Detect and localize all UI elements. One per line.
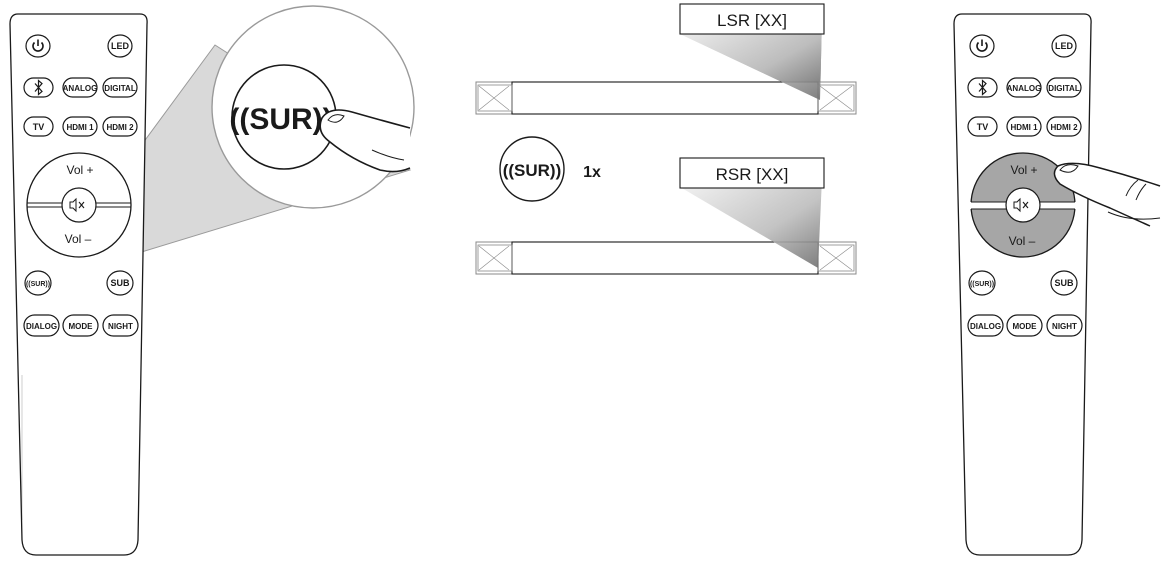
remote-left: LED ANALOG DIGITAL TV HDMI 1 HDMI: [9, 13, 412, 556]
dialog-button[interactable]: DIALOG: [967, 314, 1004, 337]
press-count: 1x: [583, 164, 601, 181]
analog-button[interactable]: ANALOG: [1006, 77, 1042, 98]
hdmi1-label: HDMI 1: [66, 123, 94, 132]
step-sur-button: ((SUR)): [499, 136, 565, 202]
sub-button[interactable]: SUB: [106, 270, 134, 296]
sub-label: SUB: [1054, 278, 1074, 288]
power-button[interactable]: [25, 34, 51, 58]
analog-button[interactable]: ANALOG: [62, 77, 98, 98]
dialog-label: DIALOG: [26, 322, 57, 331]
mode-label: MODE: [69, 322, 94, 331]
left-speaker-label: LSR [XX]: [717, 11, 787, 30]
hdmi2-button[interactable]: HDMI 2: [1046, 116, 1082, 137]
finger-icon: [1053, 162, 1161, 227]
finger-icon: [319, 109, 411, 173]
digital-button[interactable]: DIGITAL: [1046, 77, 1082, 98]
led-button[interactable]: LED: [1051, 34, 1077, 58]
hdmi1-button[interactable]: HDMI 1: [62, 116, 98, 137]
sur-label: ((SUR)): [970, 281, 994, 288]
mode-button[interactable]: MODE: [1006, 314, 1043, 337]
power-icon: [32, 39, 44, 52]
vol-up-button[interactable]: Vol +: [1010, 163, 1037, 177]
vol-down-label: Vol –: [65, 232, 92, 246]
vol-up-label: Vol +: [66, 163, 93, 177]
analog-label: ANALOG: [1007, 84, 1042, 93]
bluetooth-icon: [34, 79, 43, 96]
hdmi1-button[interactable]: HDMI 1: [1006, 116, 1042, 137]
digital-button[interactable]: DIGITAL: [102, 77, 138, 98]
power-button[interactable]: [969, 34, 995, 58]
hdmi2-label: HDMI 2: [1050, 123, 1078, 132]
right-speaker-display: RSR [XX]: [679, 157, 825, 189]
led-label: LED: [1055, 41, 1074, 51]
mute-icon: [1013, 197, 1029, 213]
night-button[interactable]: NIGHT: [1046, 314, 1083, 337]
remote-body: [9, 13, 148, 556]
left-speaker-display: LSR [XX]: [679, 3, 825, 35]
sub-label: SUB: [110, 278, 130, 288]
volume-ring: Vol + Vol –: [26, 152, 132, 258]
vol-up-label: Vol +: [1010, 163, 1037, 177]
night-label: NIGHT: [108, 322, 133, 331]
tv-button[interactable]: TV: [23, 116, 54, 137]
remote-right: LED ANALOG DIGITAL TV HDMI 1 HDMI 2: [953, 13, 1161, 556]
magnifier-circle: ((SUR)): [211, 5, 415, 209]
mute-icon: [69, 197, 85, 213]
vol-down-button[interactable]: Vol –: [65, 232, 92, 246]
sur-button[interactable]: ((SUR)): [968, 270, 996, 296]
vol-down-label: Vol –: [1009, 234, 1036, 248]
bluetooth-button[interactable]: [967, 77, 998, 98]
sur-button[interactable]: ((SUR)): [24, 270, 52, 296]
tv-label: TV: [977, 122, 989, 132]
soundbar-top: LSR [XX]: [475, 3, 857, 115]
analog-label: ANALOG: [63, 84, 98, 93]
magnified-sur-button: ((SUR)): [229, 64, 337, 170]
sur-label: ((SUR)): [26, 281, 50, 288]
step-sur-label: ((SUR)): [503, 161, 562, 180]
tv-button[interactable]: TV: [967, 116, 998, 137]
tv-label: TV: [33, 122, 45, 132]
night-button[interactable]: NIGHT: [102, 314, 139, 337]
dialog-button[interactable]: DIALOG: [23, 314, 60, 337]
soundbar-bottom: RSR [XX]: [475, 157, 857, 275]
bluetooth-icon: [978, 79, 987, 96]
volume-ring: Vol + Vol –: [968, 152, 1078, 258]
night-label: NIGHT: [1052, 322, 1077, 331]
digital-label: DIGITAL: [1048, 84, 1080, 93]
magnified-sur-label: ((SUR)): [229, 103, 332, 136]
step-indicator: ((SUR)) 1x: [499, 136, 601, 202]
hdmi2-button[interactable]: HDMI 2: [102, 116, 138, 137]
remote-body: [953, 13, 1092, 556]
hdmi2-label: HDMI 2: [106, 123, 134, 132]
mode-button[interactable]: MODE: [62, 314, 99, 337]
bluetooth-button[interactable]: [23, 77, 54, 98]
mute-button[interactable]: [61, 187, 97, 223]
dialog-label: DIALOG: [970, 322, 1001, 331]
mute-button[interactable]: [1005, 187, 1041, 223]
power-icon: [976, 39, 988, 52]
mode-label: MODE: [1013, 322, 1038, 331]
vol-down-button[interactable]: Vol –: [1009, 234, 1036, 248]
led-button[interactable]: LED: [107, 34, 133, 58]
right-speaker-label: RSR [XX]: [716, 165, 789, 184]
vol-up-button[interactable]: Vol +: [66, 163, 93, 177]
digital-label: DIGITAL: [104, 84, 136, 93]
led-label: LED: [111, 41, 130, 51]
sub-button[interactable]: SUB: [1050, 270, 1078, 296]
hdmi1-label: HDMI 1: [1010, 123, 1038, 132]
